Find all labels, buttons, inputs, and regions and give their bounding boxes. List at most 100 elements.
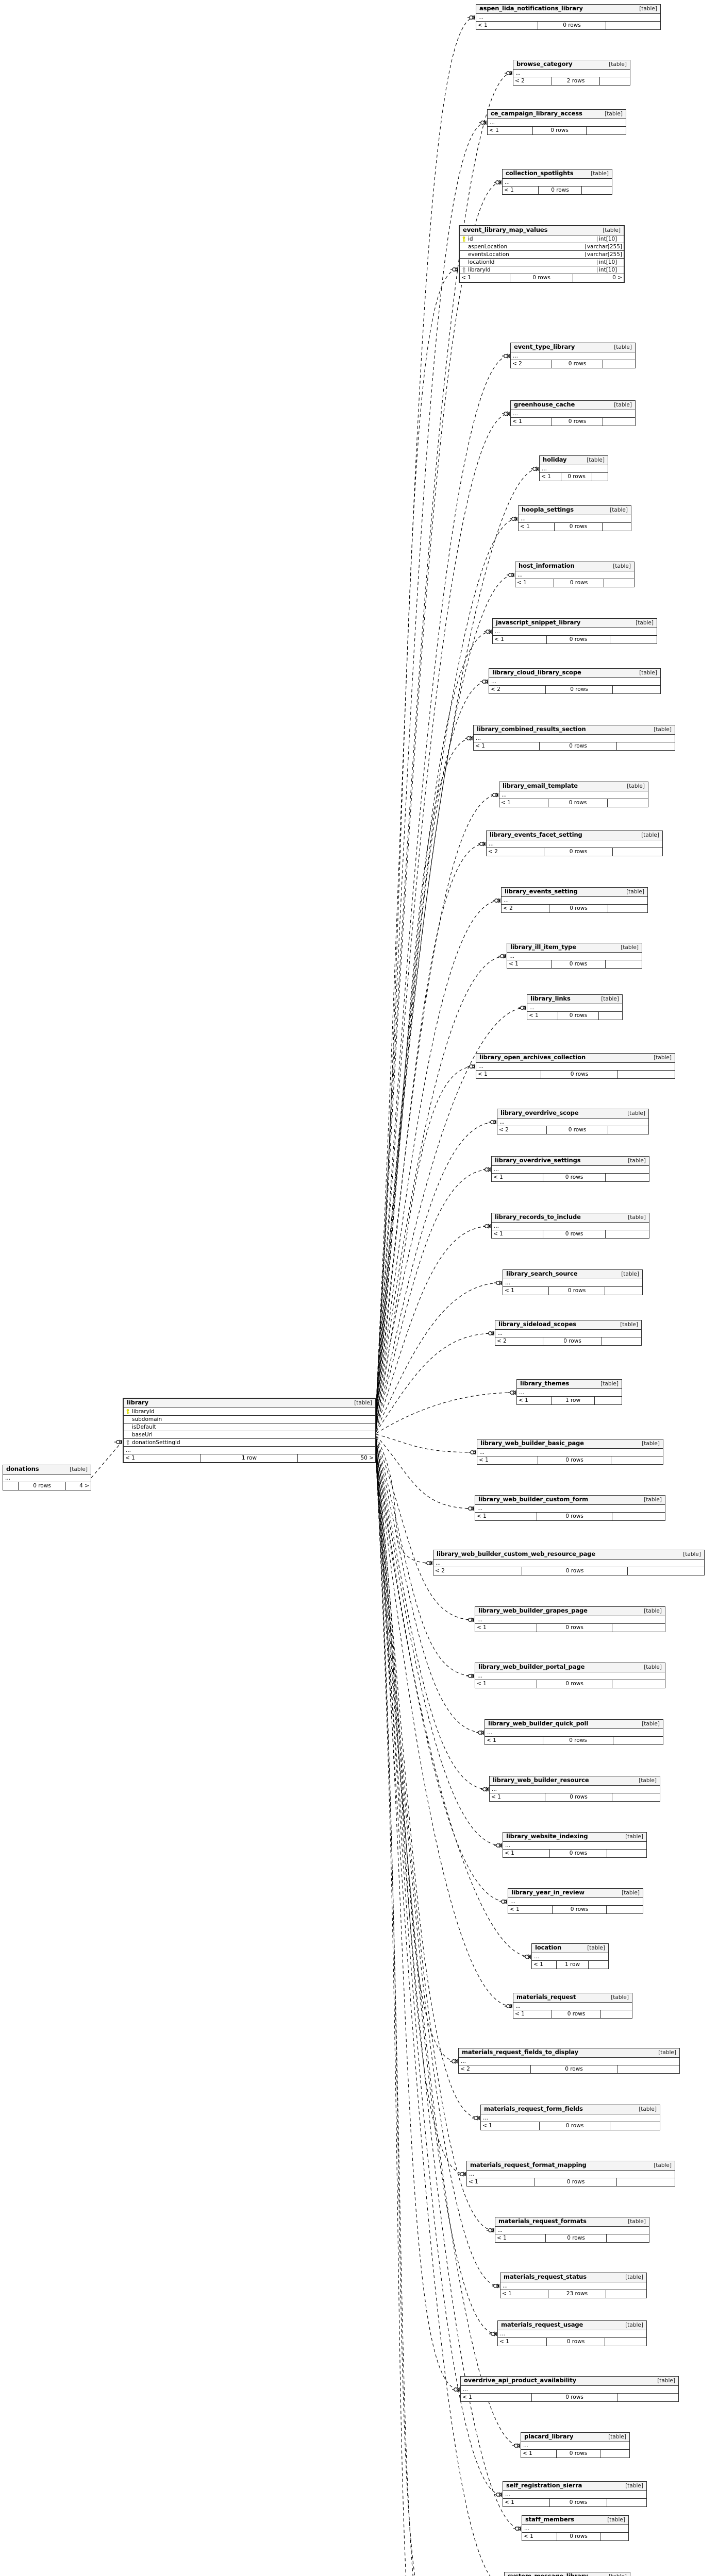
- table-title-library_email_template[interactable]: library_email_template[table]: [499, 782, 648, 791]
- table-title-library_ill_item_type[interactable]: library_ill_item_type[table]: [507, 943, 642, 953]
- table-title-library_combined_results_section[interactable]: library_combined_results_section[table]: [474, 725, 675, 735]
- table-node-library_web_builder_basic_page[interactable]: library_web_builder_basic_page[table]...…: [477, 1439, 663, 1465]
- table-title-ce_campaign_library_access[interactable]: ce_campaign_library_access[table]: [488, 110, 626, 119]
- table-title-event_type_library[interactable]: event_type_library[table]: [511, 343, 635, 352]
- table-node-materials_request_form_fields[interactable]: materials_request_form_fields[table]...<…: [480, 2105, 660, 2130]
- table-title-holiday[interactable]: holiday[table]: [540, 456, 608, 465]
- table-title-staff_members[interactable]: staff_members[table]: [522, 2516, 628, 2525]
- table-title-library_web_builder_custom_form[interactable]: library_web_builder_custom_form[table]: [475, 1496, 665, 1505]
- table-node-library_web_builder_portal_page[interactable]: library_web_builder_portal_page[table]..…: [475, 1663, 665, 1688]
- table-title-materials_request_usage[interactable]: materials_request_usage[table]: [498, 2321, 646, 2330]
- table-column-row[interactable]: baseUrl: [124, 1431, 375, 1439]
- table-title-system_message_library[interactable]: system_message_library[table]: [505, 2572, 630, 2576]
- table-node-library_open_archives_collection[interactable]: library_open_archives_collection[table].…: [476, 1053, 675, 1079]
- table-title-library_search_source[interactable]: library_search_source[table]: [503, 1270, 642, 1279]
- table-title-library_events_setting[interactable]: library_events_setting[table]: [502, 888, 647, 897]
- table-node-system_message_library[interactable]: system_message_library[table]...< 10 row…: [504, 2572, 630, 2576]
- table-title-library_website_indexing[interactable]: library_website_indexing[table]: [503, 1833, 646, 1842]
- table-title-library_records_to_include[interactable]: library_records_to_include[table]: [492, 1213, 649, 1223]
- table-title-library_web_builder_quick_poll[interactable]: library_web_builder_quick_poll[table]: [485, 1720, 663, 1729]
- table-title-library_web_builder_basic_page[interactable]: library_web_builder_basic_page[table]: [477, 1439, 663, 1449]
- table-title-materials_request_fields_to_display[interactable]: materials_request_fields_to_display[tabl…: [459, 2048, 679, 2058]
- table-title-overdrive_api_product_availability[interactable]: overdrive_api_product_availability[table…: [461, 2377, 678, 2386]
- table-title-library_open_archives_collection[interactable]: library_open_archives_collection[table]: [476, 1054, 675, 1063]
- table-title-library_overdrive_scope[interactable]: library_overdrive_scope[table]: [497, 1109, 648, 1118]
- table-column-row[interactable]: libraryId: [124, 1408, 375, 1416]
- table-column-row[interactable]: subdomain: [124, 1416, 375, 1423]
- table-title-greenhouse_cache[interactable]: greenhouse_cache[table]: [511, 401, 635, 410]
- table-title-library[interactable]: library[table]: [124, 1399, 375, 1408]
- table-node-library_web_builder_custom_web_resource_page[interactable]: library_web_builder_custom_web_resource_…: [433, 1550, 705, 1575]
- table-title-library_web_builder_custom_web_resource_page[interactable]: library_web_builder_custom_web_resource_…: [433, 1550, 704, 1560]
- table-title-materials_request_format_mapping[interactable]: materials_request_format_mapping[table]: [467, 2161, 675, 2171]
- table-title-browse_category[interactable]: browse_category[table]: [513, 60, 630, 70]
- table-node-materials_request_format_mapping[interactable]: materials_request_format_mapping[table].…: [466, 2161, 675, 2187]
- table-title-event_library_map_values[interactable]: event_library_map_values[table]: [460, 226, 624, 235]
- table-title-placard_library[interactable]: placard_library[table]: [521, 2433, 629, 2442]
- table-node-library_web_builder_custom_form[interactable]: library_web_builder_custom_form[table]..…: [475, 1495, 665, 1521]
- table-title-materials_request[interactable]: materials_request[table]: [513, 1993, 632, 2003]
- table-title-aspen_lida_notifications_library[interactable]: aspen_lida_notifications_library[table]: [476, 5, 660, 14]
- table-title-library_web_builder_resource[interactable]: library_web_builder_resource[table]: [490, 1776, 660, 1786]
- table-node-materials_request_fields_to_display[interactable]: materials_request_fields_to_display[tabl…: [458, 2048, 680, 2074]
- table-title-donations[interactable]: donations[table]: [3, 1465, 91, 1475]
- table-title-library_links[interactable]: library_links[table]: [527, 995, 622, 1004]
- table-title-self_registration_sierra[interactable]: self_registration_sierra[table]: [503, 2482, 646, 2491]
- table-title-location[interactable]: location[table]: [532, 1944, 608, 1953]
- table-title-library_events_facet_setting[interactable]: library_events_facet_setting[table]: [487, 831, 662, 840]
- table-node-library_web_builder_grapes_page[interactable]: library_web_builder_grapes_page[table]..…: [475, 1606, 665, 1632]
- table-title-library_sideload_scopes[interactable]: library_sideload_scopes[table]: [495, 1320, 641, 1330]
- table-title-materials_request_formats[interactable]: materials_request_formats[table]: [495, 2217, 649, 2227]
- table-title-materials_request_form_fields[interactable]: materials_request_form_fields[table]: [481, 2105, 660, 2114]
- table-node-aspen_lida_notifications_library[interactable]: aspen_lida_notifications_library[table].…: [476, 4, 661, 30]
- table-column-row[interactable]: donationSettingId: [124, 1439, 375, 1447]
- table-title-javascript_snippet_library[interactable]: javascript_snippet_library[table]: [493, 619, 657, 628]
- table-node-library_cloud_library_scope[interactable]: library_cloud_library_scope[table]...< 2…: [489, 668, 661, 694]
- table-node-overdrive_api_product_availability[interactable]: overdrive_api_product_availability[table…: [460, 2376, 679, 2402]
- table-node-library_combined_results_section[interactable]: library_combined_results_section[table].…: [473, 725, 675, 751]
- table-node-library_web_builder_resource[interactable]: library_web_builder_resource[table]...< …: [489, 1776, 660, 1802]
- table-title-library_web_builder_grapes_page[interactable]: library_web_builder_grapes_page[table]: [475, 1607, 665, 1616]
- table-node-library_web_builder_quick_poll[interactable]: library_web_builder_quick_poll[table]...…: [485, 1719, 663, 1745]
- table-title-host_information[interactable]: host_information[table]: [515, 562, 634, 571]
- table-column-row[interactable]: isDefault: [124, 1423, 375, 1431]
- table-title-collection_spotlights[interactable]: collection_spotlights[table]: [503, 170, 612, 179]
- table-title-materials_request_status[interactable]: materials_request_status[table]: [500, 2273, 646, 2282]
- table-node-library_events_facet_setting[interactable]: library_events_facet_setting[table]...< …: [486, 831, 663, 856]
- table-title-library_cloud_library_scope[interactable]: library_cloud_library_scope[table]: [489, 669, 660, 678]
